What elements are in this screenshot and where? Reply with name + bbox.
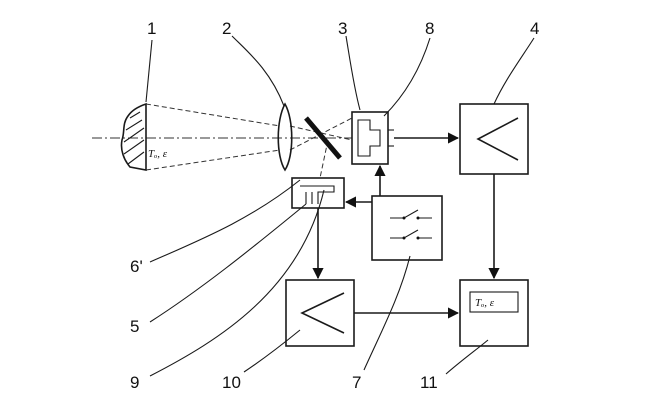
- label-7: 7: [352, 373, 361, 392]
- amplifier-10-symbol: [300, 292, 345, 334]
- label-6: 6': [130, 257, 143, 276]
- amplifier-4: [459, 103, 529, 175]
- leader-4: [493, 37, 535, 105]
- display-text: Tₒ, ε: [475, 297, 495, 309]
- ray-reflected: [319, 139, 329, 179]
- leader-2: [231, 35, 285, 107]
- display-11: [459, 279, 529, 347]
- label-5: 5: [130, 317, 139, 336]
- leader-10: [243, 329, 301, 373]
- label-11: 11: [420, 373, 438, 392]
- detector-9-element: [300, 185, 335, 204]
- leader-7: [363, 255, 411, 371]
- lens: [277, 102, 293, 172]
- leader-5: [149, 203, 307, 323]
- leader-1: [145, 39, 153, 103]
- switch-block-7: [371, 195, 443, 261]
- label-8: 8: [425, 19, 434, 38]
- leader-3: [345, 35, 361, 111]
- leader-9: [149, 189, 325, 377]
- ray-upper: [145, 103, 281, 127]
- label-1: 1: [147, 19, 156, 38]
- ray-lower: [145, 149, 281, 171]
- display-window: [469, 291, 519, 313]
- amplifier-10: [285, 279, 355, 347]
- ray-upper-out: [289, 125, 353, 141]
- measured-object: [120, 102, 147, 171]
- label-4: 4: [530, 19, 539, 38]
- leader-11: [445, 339, 489, 375]
- label-9: 9: [130, 373, 139, 392]
- label-2: 2: [222, 19, 231, 38]
- amplifier-4-symbol: [476, 117, 519, 161]
- leader-8: [383, 37, 431, 117]
- detector-3-element: [357, 119, 381, 157]
- object-hatch: [123, 111, 145, 165]
- beam-splitter: [304, 116, 342, 160]
- label-10: 10: [222, 373, 241, 392]
- leader-6: [149, 179, 301, 263]
- object-text: Tₒ, ε: [148, 148, 168, 160]
- label-3: 3: [338, 19, 347, 38]
